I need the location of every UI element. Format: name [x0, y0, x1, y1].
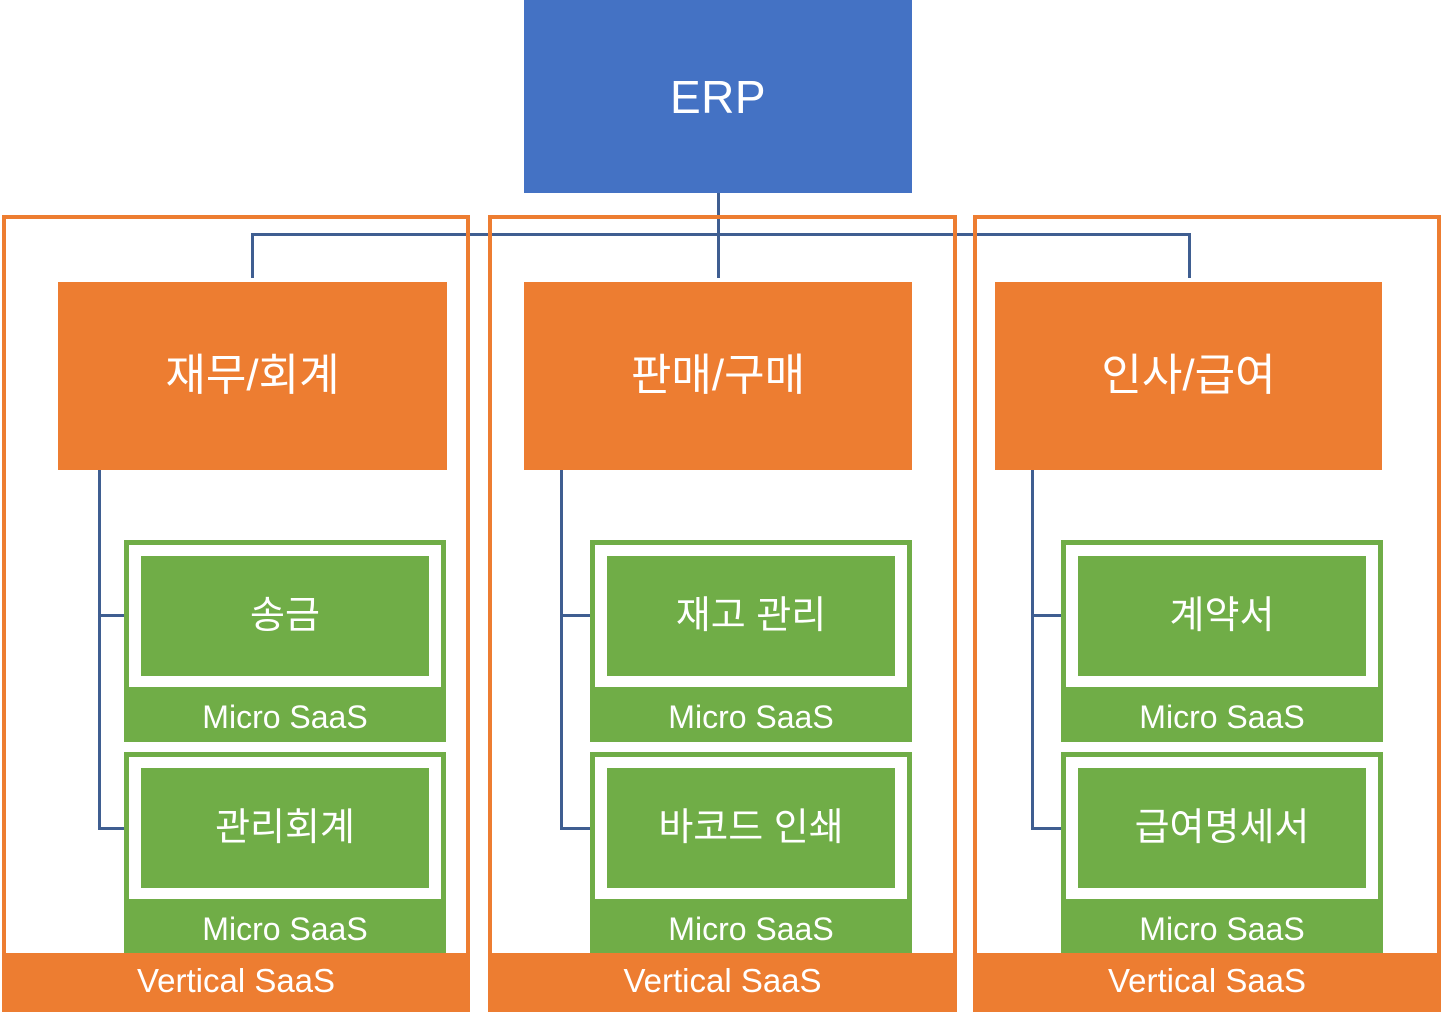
micro-saas-tier-bar: Micro SaaS [124, 904, 446, 954]
micro-saas-title: 재고 관리 [675, 595, 827, 637]
micro-saas-unit-2-1[interactable]: 재고 관리 Micro SaaS [590, 540, 912, 742]
micro-saas-unit-3-1[interactable]: 계약서 Micro SaaS [1061, 540, 1383, 742]
module-box-3[interactable]: 인사/급여 [995, 282, 1382, 470]
micro-saas-tier-label: Micro SaaS [202, 699, 368, 735]
micro-saas-tier-label: Micro SaaS [1139, 911, 1305, 947]
vertical-saas-tier-label: Vertical SaaS [1107, 962, 1307, 999]
micro-saas-tier-bar: Micro SaaS [124, 692, 446, 742]
micro-saas-title: 바코드 인쇄 [658, 807, 844, 849]
micro-saas-title: 급여명세서 [1134, 807, 1310, 849]
module-label-2: 판매/구매 [630, 351, 806, 400]
micro-saas-tier-bar: Micro SaaS [1061, 692, 1383, 742]
micro-saas-frame: 바코드 인쇄 [590, 752, 912, 904]
micro-saas-frame: 계약서 [1061, 540, 1383, 692]
micro-saas-tier-label: Micro SaaS [202, 911, 368, 947]
micro-saas-unit-1-1[interactable]: 송금 Micro SaaS [124, 540, 446, 742]
micro-saas-unit-2-2[interactable]: 바코드 인쇄 Micro SaaS [590, 752, 912, 954]
micro-saas-body: 계약서 [1078, 556, 1366, 676]
micro-saas-body: 송금 [141, 556, 429, 676]
vertical-saas-column-2[interactable]: 판매/구매 재고 관리 Micro SaaS 바코드 인쇄 Micro SaaS [488, 215, 957, 1012]
micro-saas-frame: 송금 [124, 540, 446, 692]
connector-column-1-vertical [98, 470, 101, 830]
micro-saas-tier-bar: Micro SaaS [590, 904, 912, 954]
micro-saas-frame: 관리회계 [124, 752, 446, 904]
module-label-3: 인사/급여 [1101, 351, 1276, 400]
vertical-saas-tier-label: Vertical SaaS [136, 962, 336, 999]
micro-saas-title: 관리회계 [215, 807, 355, 849]
micro-saas-body: 관리회계 [141, 768, 429, 888]
micro-saas-title: 계약서 [1169, 595, 1275, 637]
micro-saas-tier-label: Micro SaaS [1139, 699, 1305, 735]
erp-root-label: ERP [669, 70, 767, 123]
vertical-saas-tier-bar-1: Vertical SaaS [6, 953, 466, 1008]
micro-saas-tier-bar: Micro SaaS [1061, 904, 1383, 954]
vertical-saas-column-1[interactable]: 재무/회계 송금 Micro SaaS 관리회계 Micro SaaS [2, 215, 470, 1012]
vertical-saas-tier-bar-3: Vertical SaaS [977, 953, 1437, 1008]
connector-column-2-vertical [560, 470, 563, 830]
micro-saas-body: 재고 관리 [607, 556, 895, 676]
micro-saas-frame: 재고 관리 [590, 540, 912, 692]
micro-saas-tier-bar: Micro SaaS [590, 692, 912, 742]
connector-column-3-vertical [1031, 470, 1034, 830]
micro-saas-unit-3-2[interactable]: 급여명세서 Micro SaaS [1061, 752, 1383, 954]
connector-drop-column-1 [251, 233, 254, 278]
module-box-2[interactable]: 판매/구매 [524, 282, 912, 470]
vertical-saas-column-3[interactable]: 인사/급여 계약서 Micro SaaS 급여명세서 Micro SaaS [973, 215, 1441, 1012]
micro-saas-frame: 급여명세서 [1061, 752, 1383, 904]
micro-saas-title: 송금 [250, 595, 320, 637]
connector-root-horizontal [251, 233, 1191, 236]
micro-saas-body: 급여명세서 [1078, 768, 1366, 888]
vertical-saas-tier-label: Vertical SaaS [623, 962, 822, 999]
micro-saas-body: 바코드 인쇄 [607, 768, 895, 888]
erp-root-node[interactable]: ERP [524, 0, 912, 193]
vertical-saas-tier-bar-2: Vertical SaaS [492, 953, 953, 1008]
connector-drop-column-3 [1188, 233, 1191, 278]
connector-root-vertical [717, 193, 720, 236]
module-label-1: 재무/회계 [165, 351, 340, 400]
micro-saas-unit-1-2[interactable]: 관리회계 Micro SaaS [124, 752, 446, 954]
connector-drop-column-2 [717, 233, 720, 278]
micro-saas-tier-label: Micro SaaS [668, 911, 834, 947]
module-box-1[interactable]: 재무/회계 [58, 282, 447, 470]
micro-saas-tier-label: Micro SaaS [668, 699, 834, 735]
